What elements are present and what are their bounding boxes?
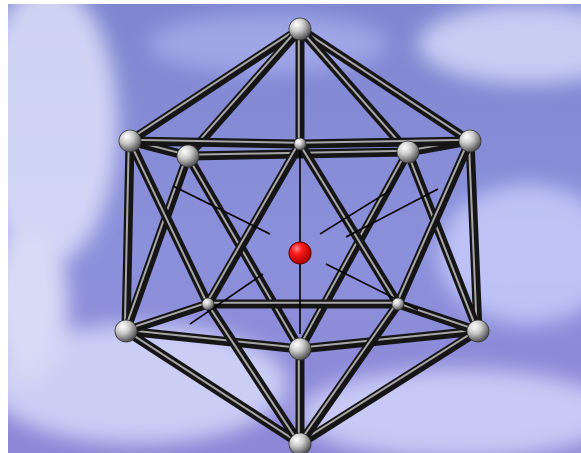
rod — [299, 348, 300, 444]
rod — [129, 140, 300, 144]
rod — [207, 303, 398, 304]
rod — [125, 140, 130, 331]
joint-ctop — [294, 138, 306, 150]
joint-bl — [115, 320, 137, 342]
joint-ul — [119, 130, 141, 152]
joint-bbl — [202, 298, 214, 310]
center-point — [289, 242, 311, 264]
joint-bbr — [392, 298, 404, 310]
icosahedron-illustration — [8, 4, 581, 453]
joint-ftl — [177, 145, 199, 167]
joint-br — [467, 320, 489, 342]
joint-bm — [289, 338, 311, 360]
joint-bottom — [289, 433, 311, 453]
joint-ftr — [397, 141, 419, 163]
rod — [299, 28, 300, 144]
rod — [299, 140, 470, 144]
joint-ur — [459, 130, 481, 152]
joint-top — [289, 18, 311, 40]
image-frame — [8, 4, 581, 453]
